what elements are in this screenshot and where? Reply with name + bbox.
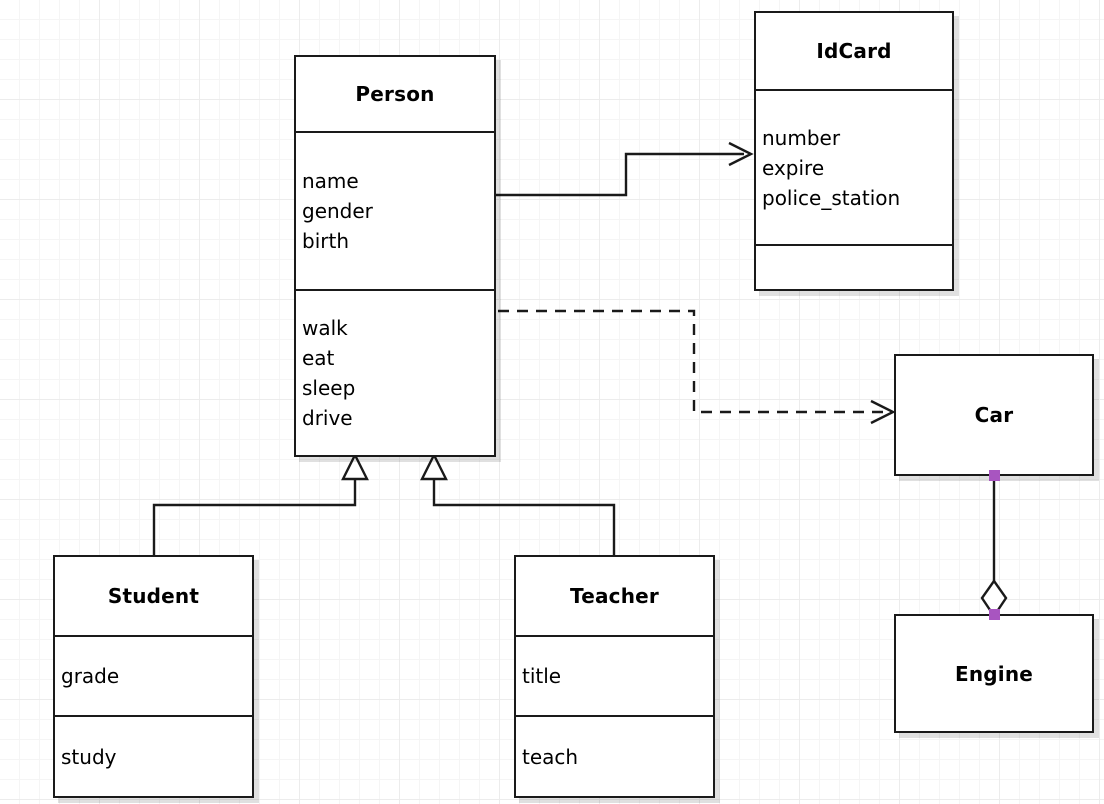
class-box-engine[interactable]: Engine [894, 614, 1094, 733]
method-item: eat [302, 346, 335, 370]
class-attributes-idcard: number expire police_station [756, 89, 952, 244]
attribute-item: name [302, 169, 359, 193]
class-methods-person: walk eat sleep drive [296, 289, 494, 455]
class-attributes-teacher: title [516, 635, 713, 715]
edge-person-car[interactable] [498, 309, 896, 425]
class-box-person[interactable]: Person name gender birth walk eat sleep … [294, 55, 496, 457]
method-item: teach [522, 744, 579, 769]
class-methods-teacher: teach [516, 715, 713, 796]
method-item: sleep [302, 376, 356, 400]
attribute-item: grade [61, 664, 120, 688]
class-box-teacher[interactable]: Teacher title teach [514, 555, 715, 798]
class-title-idcard: IdCard [816, 39, 892, 63]
attribute-item: gender [302, 199, 373, 223]
method-item: walk [302, 316, 348, 340]
edge-car-engine[interactable] [980, 476, 1008, 619]
class-box-car[interactable]: Car [894, 354, 1094, 476]
attribute-item: number [762, 125, 841, 150]
edge-person-idcard[interactable] [496, 141, 754, 197]
class-title-teacher: Teacher [570, 584, 659, 608]
class-box-idcard[interactable]: IdCard number expire police_station [754, 11, 954, 291]
edge-teacher-person[interactable] [420, 452, 616, 556]
class-attributes-person: name gender birth [296, 131, 494, 289]
class-title-person: Person [355, 82, 435, 106]
attribute-item: police_station [762, 185, 901, 210]
edge-student-person[interactable] [152, 452, 369, 556]
class-title-car: Car [974, 403, 1014, 427]
class-box-student[interactable]: Student grade study [53, 555, 254, 798]
attribute-item: expire [762, 155, 825, 180]
class-methods-student: study [55, 715, 252, 796]
method-item: drive [302, 406, 353, 430]
class-title-student: Student [107, 584, 200, 608]
attribute-item: birth [302, 229, 349, 253]
class-attributes-student: grade [55, 635, 252, 715]
method-item: study [61, 744, 117, 769]
class-title-engine: Engine [954, 661, 1034, 686]
attribute-item: title [522, 664, 562, 688]
connection-handle-car[interactable] [989, 470, 1000, 481]
class-methods-idcard [756, 244, 952, 289]
connection-handle-engine[interactable] [989, 609, 1000, 620]
